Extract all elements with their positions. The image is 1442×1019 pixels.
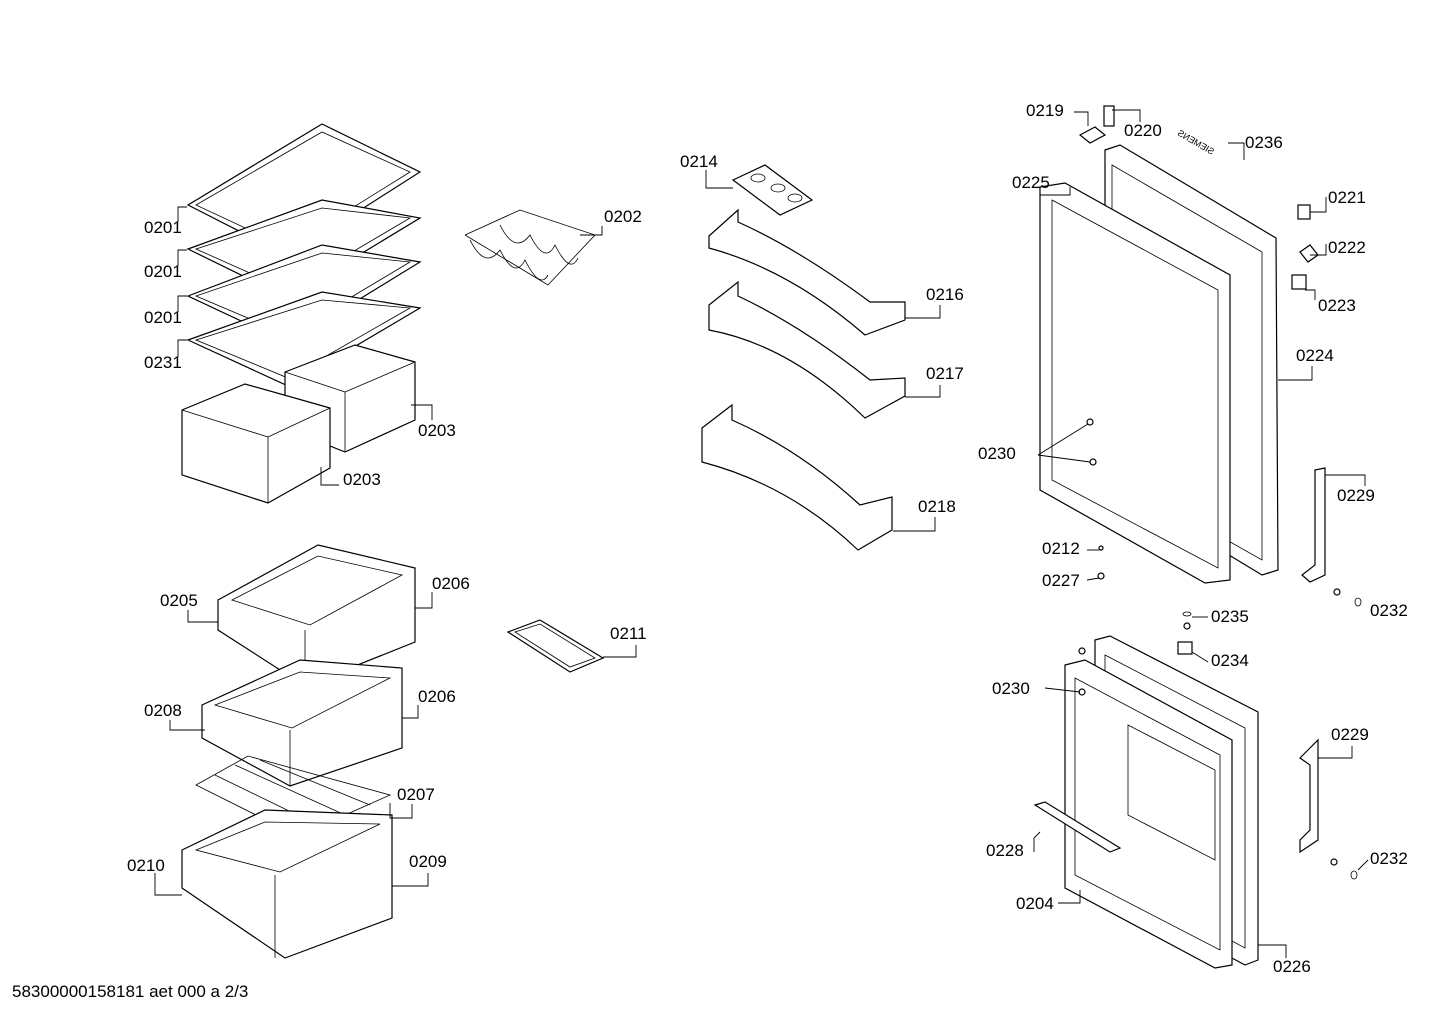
glass-shelf-0231	[186, 291, 422, 387]
door-handle-0229-upper	[1301, 467, 1326, 583]
label-0226: 0226	[1273, 957, 1311, 976]
door-shelf-0218	[701, 403, 893, 551]
label-0231: 0231	[144, 353, 182, 372]
label-0236: 0236	[1245, 133, 1283, 152]
drawer-0205-0206-upper	[217, 544, 416, 687]
label-0205: 0205	[160, 591, 198, 610]
label-0202: 0202	[604, 207, 642, 226]
bottle-rack-0202	[464, 209, 596, 286]
hinge-parts	[1078, 105, 1362, 880]
label-0203-rear: 0203	[418, 421, 456, 440]
label-0201-lower: 0201	[144, 308, 182, 327]
siemens-logo: SIEMENS	[1176, 128, 1216, 157]
label-0224: 0224	[1296, 346, 1334, 365]
drawer-0210-0209-lower	[181, 809, 393, 959]
label-0206-middle: 0206	[418, 687, 456, 706]
label-0225: 0225	[1012, 173, 1050, 192]
leader-lines	[154, 109, 1369, 958]
label-0229-lower: 0229	[1331, 725, 1369, 744]
label-0228: 0228	[986, 841, 1024, 860]
label-0201-top: 0201	[144, 218, 182, 237]
label-0214: 0214	[680, 152, 718, 171]
label-0210: 0210	[127, 856, 165, 875]
label-0203-front: 0203	[343, 470, 381, 489]
label-0230-upper: 0230	[978, 444, 1016, 463]
label-0223: 0223	[1318, 296, 1356, 315]
label-0221: 0221	[1328, 188, 1366, 207]
label-0219: 0219	[1026, 101, 1064, 120]
label-0218: 0218	[918, 497, 956, 516]
label-0204: 0204	[1016, 894, 1054, 913]
label-0208: 0208	[144, 701, 182, 720]
door-gasket-0225	[1039, 182, 1231, 584]
door-handle-0229-lower	[1299, 738, 1319, 854]
label-0232-lower: 0232	[1370, 849, 1408, 868]
freezer-gasket-0204	[1064, 659, 1233, 969]
door-shelf-0216	[708, 208, 906, 336]
label-0206-upper: 0206	[432, 574, 470, 593]
label-0222: 0222	[1328, 238, 1366, 257]
label-0234: 0234	[1211, 651, 1249, 670]
label-0235: 0235	[1211, 607, 1249, 626]
ice-tray-0211	[506, 619, 605, 673]
label-0216: 0216	[926, 285, 964, 304]
handle-strip-0228	[1033, 801, 1122, 853]
crisper-basket-0203-front	[181, 383, 331, 504]
label-0209: 0209	[409, 852, 447, 871]
label-0212: 0212	[1042, 539, 1080, 558]
label-0217: 0217	[926, 364, 964, 383]
label-0230-lower: 0230	[992, 679, 1030, 698]
drawing-reference: 58300000158181 aet 000 a 2/3	[12, 982, 249, 1001]
label-0201-middle: 0201	[144, 262, 182, 281]
egg-tray-0214	[731, 164, 814, 216]
door-shelf-0217	[708, 280, 906, 419]
drawer-0208-0206-middle	[201, 659, 403, 787]
label-0232-upper: 0232	[1370, 601, 1408, 620]
label-0227: 0227	[1042, 571, 1080, 590]
label-0211: 0211	[610, 624, 647, 643]
label-0220: 0220	[1124, 121, 1162, 140]
label-0207: 0207	[397, 785, 435, 804]
label-0229-upper: 0229	[1337, 486, 1375, 505]
